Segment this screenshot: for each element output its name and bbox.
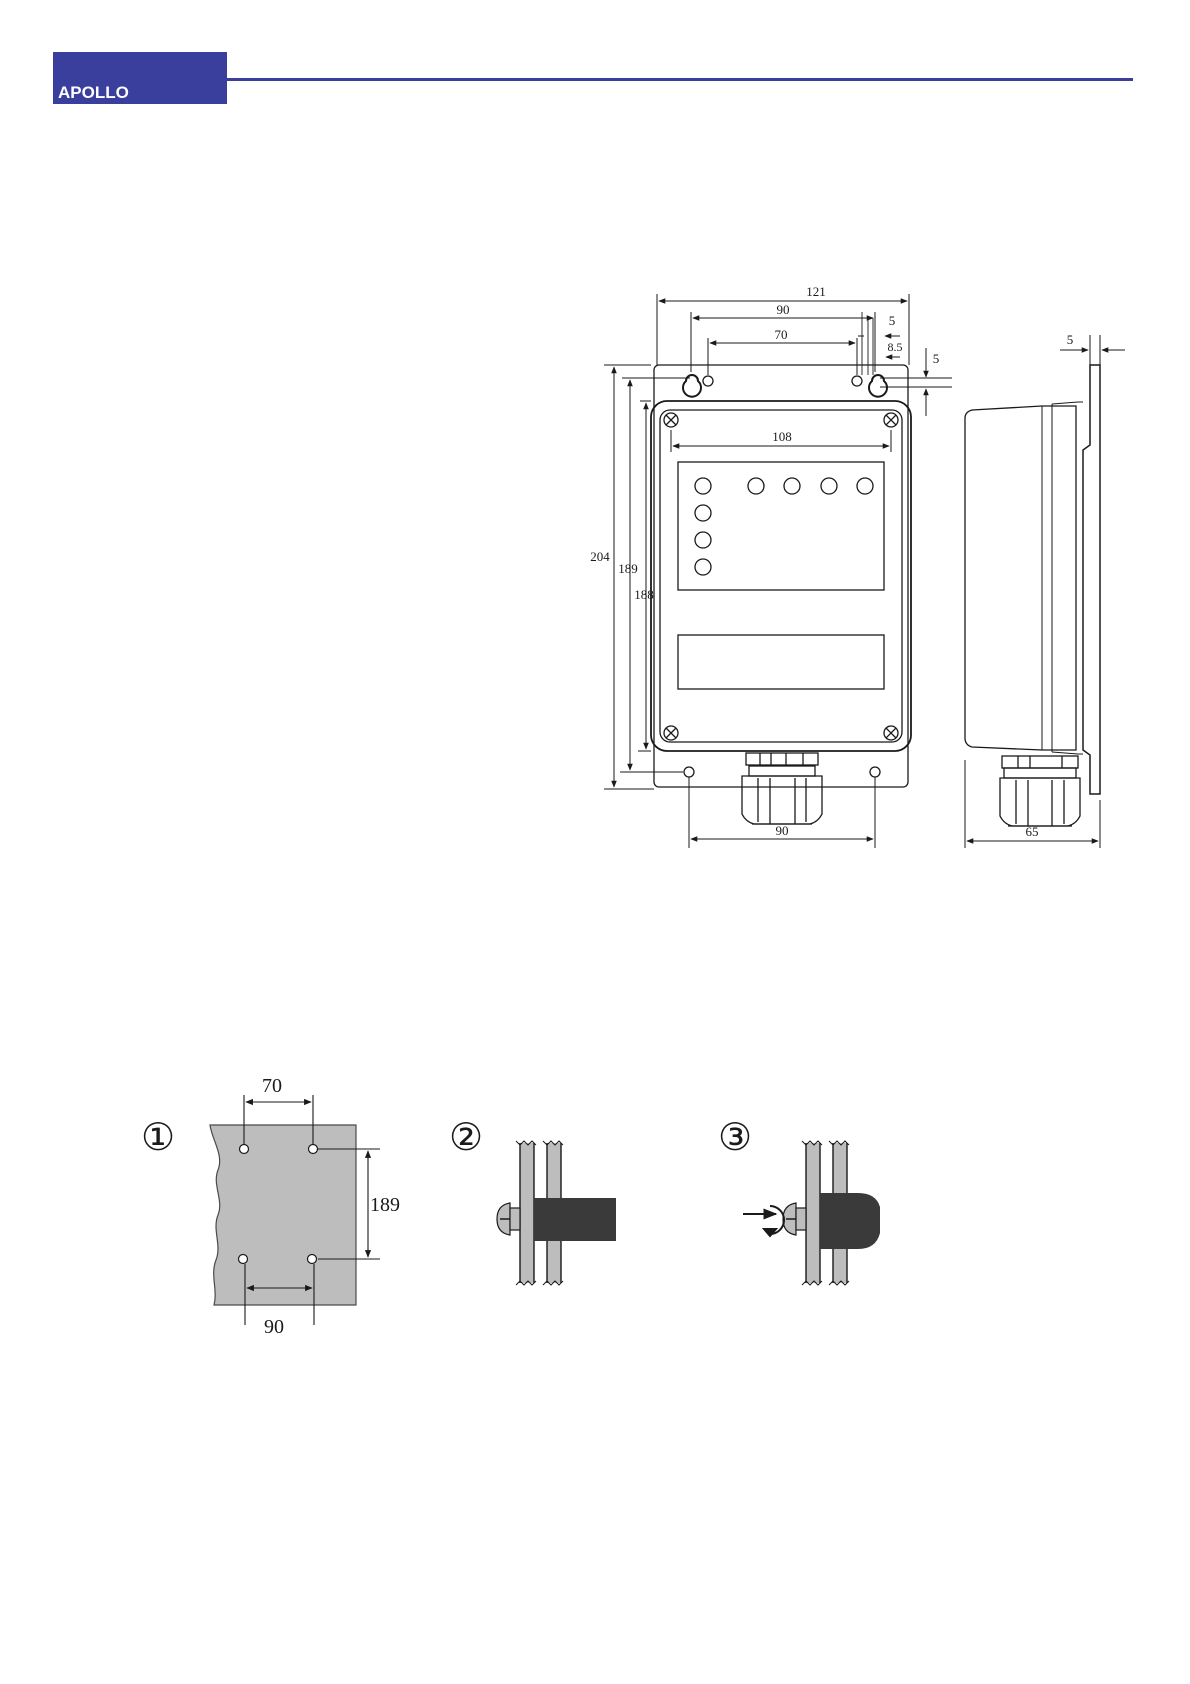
dim-top-hole-spacing: 90 <box>777 302 790 317</box>
screw-icon-3 <box>783 1203 806 1235</box>
mounting-step-1: ① 70 189 90 <box>141 1075 400 1338</box>
side-view-drawing <box>965 335 1125 848</box>
step1-dim-bottom: 90 <box>264 1316 284 1338</box>
dim-lid-height: 188 <box>634 587 654 602</box>
dim-overall-height: 204 <box>590 549 610 564</box>
wall-plug-icon <box>534 1198 616 1241</box>
page-header: APOLLO <box>53 50 1133 104</box>
front-view-drawing <box>604 294 952 848</box>
indicator-lamps <box>695 478 873 575</box>
dim-inner-hole-spacing: 70 <box>775 327 788 342</box>
expanded-plug-icon <box>820 1193 880 1249</box>
side-flange <box>1083 365 1100 794</box>
step1-dim-top: 70 <box>262 1075 282 1097</box>
cable-gland-side <box>1000 756 1080 826</box>
tighten-arrow-icon <box>743 1206 784 1236</box>
top-mounting-keyholes <box>683 375 887 397</box>
lid-inner <box>660 410 902 742</box>
mounting-step-3: ③ <box>718 1117 880 1285</box>
mounting-step-2: ② <box>449 1117 616 1285</box>
dim-lid-width: 108 <box>772 429 792 444</box>
brand-name: APOLLO <box>58 83 129 102</box>
dim-bottom-hole-spacing: 90 <box>776 823 789 838</box>
step-marker-1: ① <box>141 1117 175 1159</box>
front-view-dimension-labels: 121 90 70 5 8.5 5 108 204 189 188 90 <box>590 284 939 838</box>
step-marker-3: ③ <box>718 1117 752 1159</box>
label-window <box>678 635 884 689</box>
side-view-dimension-labels: 5 65 <box>1026 332 1074 839</box>
step-marker-2: ② <box>449 1117 483 1159</box>
dim-overall-width: 121 <box>806 284 826 299</box>
header-rule <box>227 78 1133 81</box>
bottom-hole-left <box>684 767 694 777</box>
step1-dim-right: 189 <box>370 1194 400 1216</box>
cable-gland-front <box>742 753 822 824</box>
screw-icon-2 <box>497 1203 520 1235</box>
dim-top-offset-a: 5 <box>889 313 896 328</box>
lid-outline <box>651 401 911 751</box>
dim-top-vertical-offset: 5 <box>933 351 940 366</box>
dim-hole-vertical-spacing: 189 <box>618 561 638 576</box>
side-body <box>965 406 1076 750</box>
wall-panel <box>210 1125 356 1305</box>
dim-flange-thickness: 5 <box>1067 332 1074 347</box>
dim-depth: 65 <box>1026 824 1039 839</box>
dim-top-offset-b: 8.5 <box>888 340 903 354</box>
bottom-hole-right <box>870 767 880 777</box>
